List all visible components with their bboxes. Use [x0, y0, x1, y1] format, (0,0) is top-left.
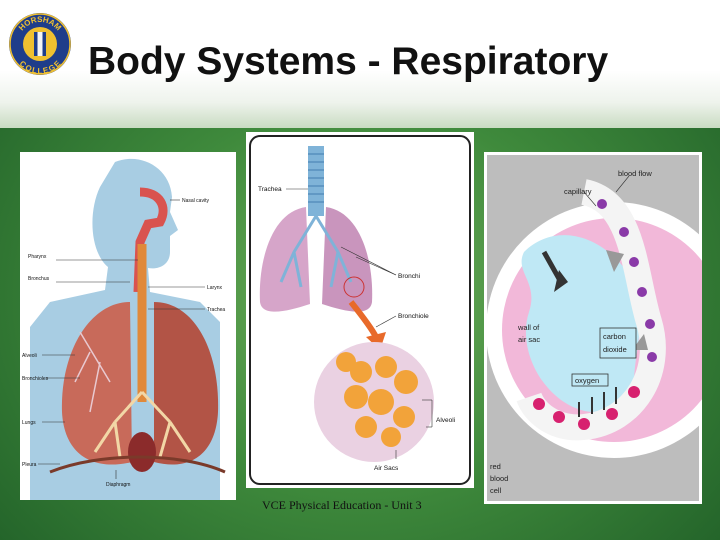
label-bronchi: Bronchi	[398, 273, 420, 280]
label-red: red	[490, 462, 501, 471]
lungs-bronchi-diagram: Trachea Bronchi Bronchiole Alveoli Air S…	[246, 132, 474, 488]
label-alveoli: Alveoli	[436, 417, 455, 424]
label-carbon: carbon	[603, 332, 626, 341]
label-wall-of: wall of	[517, 323, 540, 332]
label-trachea: Trachea	[207, 307, 225, 313]
label-air-sacs: Air Sacs	[374, 465, 399, 472]
label-diaphragm: Diaphragm	[106, 482, 130, 488]
respiratory-system-diagram: Nasal cavity Pharynx Bronchus Larynx Tra…	[20, 152, 236, 500]
slide-title: Body Systems - Respiratory	[88, 40, 609, 83]
label-bronchus: Bronchus	[28, 276, 50, 282]
label-larynx: Larynx	[207, 285, 223, 291]
label-alveoli: Alveoli	[22, 353, 37, 359]
header-band	[0, 0, 720, 128]
label-pleura: Pleura	[22, 462, 37, 468]
label-cell: cell	[490, 486, 502, 495]
label-air-sac: air sac	[518, 335, 540, 344]
label-oxygen: oxygen	[575, 376, 599, 385]
label-bronchioles: Bronchioles	[22, 376, 49, 382]
label-nasal-cavity: Nasal cavity	[182, 198, 209, 204]
gas-exchange-illustration: blood flow capillary wall of air sac car…	[484, 152, 720, 504]
slide-footer: VCE Physical Education - Unit 3	[262, 498, 422, 512]
label-dioxide: dioxide	[603, 345, 627, 354]
college-logo-icon: HORSHAM COLLEGE	[9, 13, 71, 76]
label-pharynx: Pharynx	[28, 254, 47, 260]
lungs-bronchi-illustration: Trachea Bronchi Bronchiole Alveoli Air S…	[249, 135, 471, 485]
label-trachea: Trachea	[258, 186, 282, 193]
label-blood-flow: blood flow	[618, 169, 652, 178]
label-lungs: Lungs	[22, 420, 36, 426]
respiratory-system-illustration: Nasal cavity Pharynx Bronchus Larynx Tra…	[22, 158, 226, 500]
label-capillary: capillary	[564, 187, 592, 196]
label-bronchiole: Bronchiole	[398, 313, 429, 320]
label-blood: blood	[490, 474, 508, 483]
gas-exchange-diagram: blood flow capillary wall of air sac car…	[484, 152, 720, 504]
